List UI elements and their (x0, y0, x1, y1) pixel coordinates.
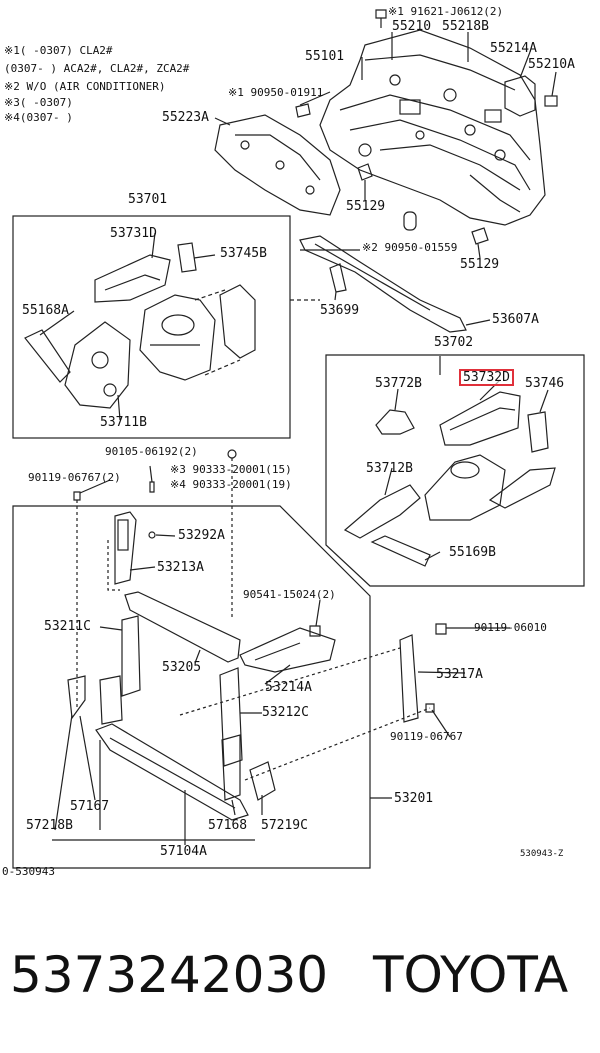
label-57218B[interactable]: 57218B (26, 818, 73, 833)
part-53213A (114, 511, 137, 585)
part-57104A (95, 723, 249, 821)
label-57104A[interactable]: 57104A (160, 844, 207, 859)
clip-55129-b (471, 227, 489, 245)
clip-53292A (148, 531, 156, 539)
group-box-53702 (325, 354, 585, 587)
label-55168A[interactable]: 55168A (22, 303, 69, 318)
label-90541[interactable]: 90541-15024(2) (243, 588, 336, 601)
label-91621[interactable]: ※1 91621-J0612(2) (388, 5, 504, 18)
part-53699 (329, 263, 347, 293)
label-55214A[interactable]: 55214A (490, 41, 537, 56)
dash-panel-55101 (319, 29, 546, 226)
part-55168A (24, 329, 71, 383)
part-53731D (94, 254, 171, 303)
bolt-90333-20001 (227, 449, 237, 459)
part-53211C (121, 615, 141, 697)
label-53214A[interactable]: 53214A (265, 680, 312, 695)
group-box-53701 (12, 215, 291, 439)
note-1: ※1( -0307) CLA2# (4, 44, 113, 57)
footer-part-number: 5373242030 (10, 946, 329, 1004)
label-57219C[interactable]: 57219C (261, 818, 308, 833)
label-55218B[interactable]: 55218B (442, 19, 489, 34)
label-53607A[interactable]: 53607A (492, 312, 539, 327)
label-53732D-highlighted[interactable]: 53732D (459, 369, 514, 386)
bolt-90119-06767-a (73, 491, 81, 501)
bolt-90105-06192 (149, 481, 155, 493)
clip-55129-a (357, 163, 373, 181)
group-box-53201 (12, 505, 371, 869)
label-55101[interactable]: 55101 (305, 49, 345, 64)
label-90105[interactable]: 90105-06192(2) (105, 445, 198, 458)
label-55210A[interactable]: 55210A (528, 57, 575, 72)
label-55129-b[interactable]: 55129 (460, 257, 500, 272)
part-53745B (177, 242, 197, 273)
label-53292A[interactable]: 53292A (178, 528, 225, 543)
label-53712B[interactable]: 53712B (366, 461, 413, 476)
label-53213A[interactable]: 53213A (157, 560, 204, 575)
label-90950-01559[interactable]: ※2 90950-01559 (362, 241, 458, 254)
label-57168[interactable]: 57168 (208, 818, 248, 833)
label-53746[interactable]: 53746 (525, 376, 565, 391)
part-bracket-left (99, 675, 123, 725)
label-55210[interactable]: 55210 (392, 19, 432, 34)
label-53711B[interactable]: 53711B (100, 415, 147, 430)
part-55223A (214, 114, 341, 216)
part-53205 (124, 591, 241, 663)
part-55214A (504, 75, 536, 117)
part-53746 (527, 411, 549, 453)
diagram-reference: 530943-Z (520, 849, 564, 859)
label-53745B[interactable]: 53745B (220, 246, 267, 261)
part-53772B (375, 409, 415, 435)
fastener-90950-01911 (295, 103, 311, 118)
part-55169B (370, 535, 431, 567)
part-apron-53702 (424, 454, 556, 521)
label-90119-06010[interactable]: 90119-06010 (474, 621, 547, 634)
part-53214A (239, 627, 336, 673)
part-apron-53701 (139, 294, 216, 381)
part-55210A (544, 95, 558, 107)
part-53712B (343, 484, 421, 539)
label-55129-a[interactable]: 55129 (346, 199, 386, 214)
label-90950-01911[interactable]: ※1 90950-01911 (228, 86, 324, 99)
part-53217A (399, 634, 419, 723)
note-1b: (0307- ) ACA2#, CLA2#, ZCA2# (4, 62, 190, 75)
part-side-53701 (219, 284, 256, 359)
note-2: ※2 W/O (AIR CONDITIONER) (4, 80, 166, 93)
part-57168 (221, 734, 241, 801)
plug-90950-01559 (403, 211, 417, 231)
label-90119-06767-a[interactable]: 90119-06767(2) (28, 471, 121, 484)
label-53201[interactable]: 53201 (394, 791, 434, 806)
label-53772B[interactable]: 53772B (375, 376, 422, 391)
part-53711B (64, 321, 131, 409)
label-90333-3[interactable]: ※3 90333-20001(15) (170, 463, 292, 476)
clip-90541 (309, 625, 321, 637)
part-57219C (249, 761, 276, 801)
label-53702[interactable]: 53702 (434, 335, 474, 350)
diagram-reference-left: 0-530943 (2, 865, 55, 878)
part-57218B (67, 675, 86, 720)
bolt-91621 (375, 9, 387, 19)
part-53212C (219, 667, 243, 767)
label-53217A[interactable]: 53217A (436, 667, 483, 682)
label-55223A[interactable]: 55223A (162, 110, 209, 125)
footer-brand: TOYOTA (373, 946, 569, 1004)
label-90119-06767-b[interactable]: 90119-06767 (390, 730, 463, 743)
bolt-90119-06010 (435, 623, 447, 635)
label-53211C[interactable]: 53211C (44, 619, 91, 634)
label-53205[interactable]: 53205 (162, 660, 202, 675)
label-53212C[interactable]: 53212C (262, 705, 309, 720)
label-53701[interactable]: 53701 (128, 192, 168, 207)
label-53699[interactable]: 53699 (320, 303, 360, 318)
note-3: ※3( -0307) (4, 96, 73, 109)
note-4: ※4(0307- ) (4, 111, 73, 124)
label-57167[interactable]: 57167 (70, 799, 110, 814)
label-55169B[interactable]: 55169B (449, 545, 496, 560)
label-53731D[interactable]: 53731D (110, 226, 157, 241)
part-53732D (439, 391, 521, 446)
label-90333-4[interactable]: ※4 90333-20001(19) (170, 478, 292, 491)
